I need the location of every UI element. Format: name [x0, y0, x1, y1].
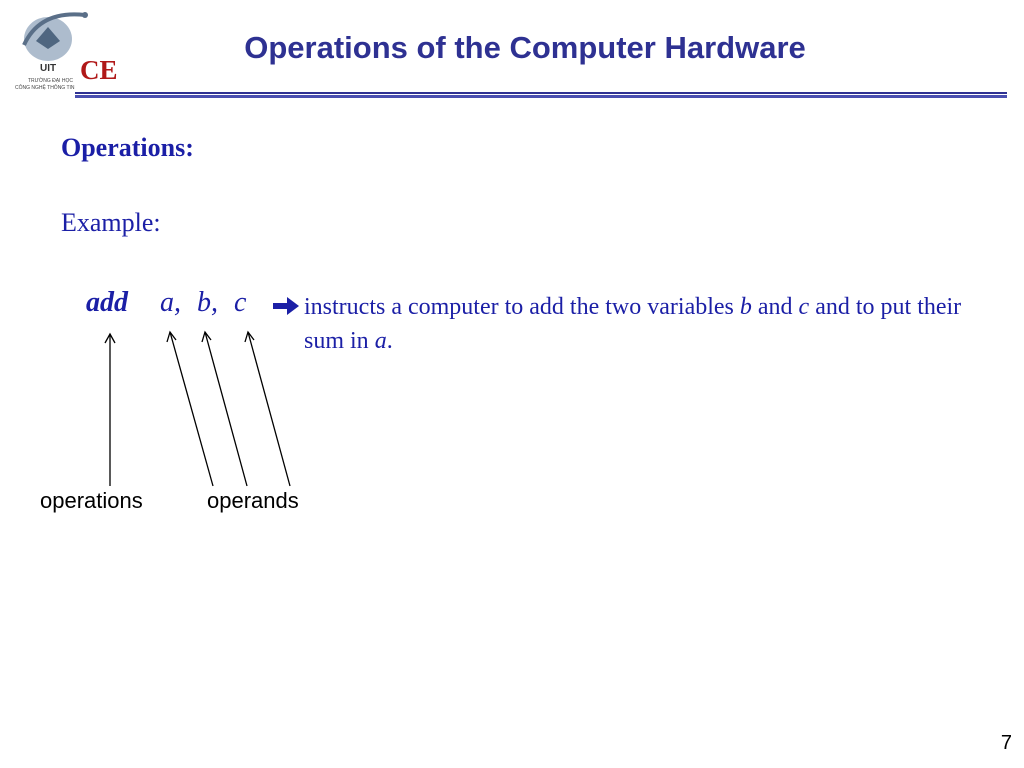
- slide-title: Operations of the Computer Hardware: [244, 30, 806, 65]
- operand-c-pointer-arrow: [244, 330, 291, 487]
- logo-line2: CÔNG NGHỆ THÔNG TIN: [15, 85, 75, 91]
- operand-a-pointer-arrow: [166, 330, 214, 487]
- instruction-op: add: [86, 287, 128, 318]
- example-label: Example:: [61, 208, 161, 237]
- section-heading: Operations:: [61, 133, 194, 162]
- desc-text: and: [751, 294, 799, 320]
- desc-text: .: [386, 328, 393, 354]
- operations-label: operations: [40, 488, 143, 513]
- title-divider-thick: [75, 95, 1007, 98]
- title-divider: [75, 92, 1007, 94]
- logo-uit-text: UIT: [40, 63, 57, 74]
- logo-ce-text: CE: [80, 55, 118, 85]
- right-arrow-icon: [273, 297, 299, 315]
- operand-c: c: [234, 287, 247, 318]
- logo-line1: TRƯỜNG ĐẠI HỌC: [28, 78, 73, 84]
- desc-text: and to put their sum in: [304, 294, 962, 354]
- uit-logo: UIT CE TRƯỜNG ĐẠI HỌC CÔNG NGHỆ THÔNG TI…: [10, 5, 120, 95]
- operand-b-pointer-arrow: [201, 330, 248, 487]
- page-number: 7: [1000, 732, 1012, 754]
- operand-a: a,: [160, 287, 181, 318]
- instruction-description: instructs a computer to add the two vari…: [304, 290, 1004, 358]
- desc-text: instructs a computer to add the two vari…: [304, 294, 740, 320]
- desc-var-b: b: [739, 294, 752, 320]
- operands-label: operands: [207, 488, 299, 513]
- operand-b: b,: [197, 287, 218, 318]
- operation-pointer-arrow: [104, 332, 116, 486]
- globe-logo-icon: [22, 12, 88, 61]
- desc-var-a: a: [374, 328, 387, 354]
- desc-var-c: c: [798, 294, 810, 320]
